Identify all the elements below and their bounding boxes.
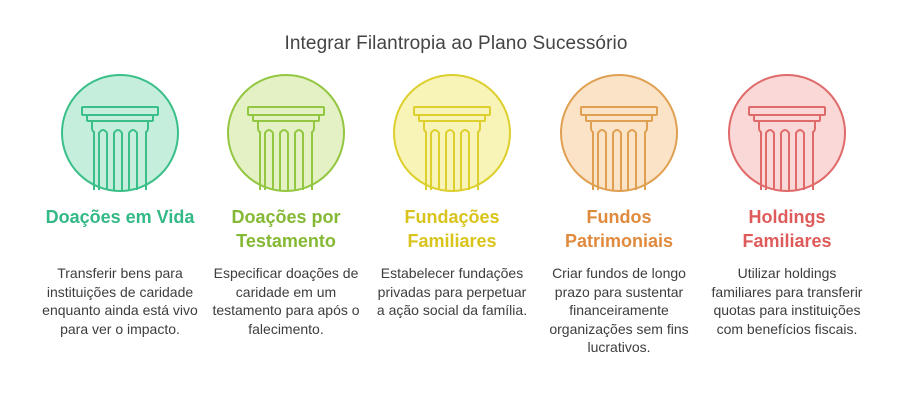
step-4-heading: Fundos Patrimoniais [564,207,674,251]
step-doacoes-em-vida: Doações em Vida Transferir bens para ins… [35,0,205,420]
step-5-description: Utilizar holdings familiares para transf… [711,265,863,337]
step-2-description: Especificar doações de caridade em um te… [212,265,360,337]
step-1-circle [61,74,179,192]
pillar-icon [748,106,826,190]
diagram-title: Integrar Filantropia ao Plano Sucessório [284,33,628,54]
step-holdings-familiares: Holdings Familiares Utilizar holdings fa… [702,0,872,420]
step-fundacoes-familiares: Fundações Familiares Estabelecer fundaçõ… [367,0,537,420]
step-fundos-patrimoniais: Fundos Patrimoniais Criar fundos de long… [534,0,704,420]
step-4-circle [560,74,678,192]
step-doacoes-por-testamento: Doações por Testamento Especificar doaçõ… [201,0,371,420]
step-3-heading: Fundações Familiares [404,207,500,251]
pillar-icon [247,106,325,190]
step-1-description: Transferir bens para instituições de car… [42,265,198,337]
step-5-heading: Holdings Familiares [742,207,832,251]
step-3-circle [393,74,511,192]
pillar-icon [413,106,491,190]
step-4-description: Criar fundos de longo prazo para sustent… [549,265,689,355]
step-1-heading: Doações em Vida [45,207,195,227]
step-5-circle [728,74,846,192]
pillar-icon [580,106,658,190]
pillar-icon [81,106,159,190]
step-2-circle [227,74,345,192]
step-3-description: Estabelecer fundações privadas para perp… [376,265,528,318]
step-2-heading: Doações por Testamento [231,207,341,251]
